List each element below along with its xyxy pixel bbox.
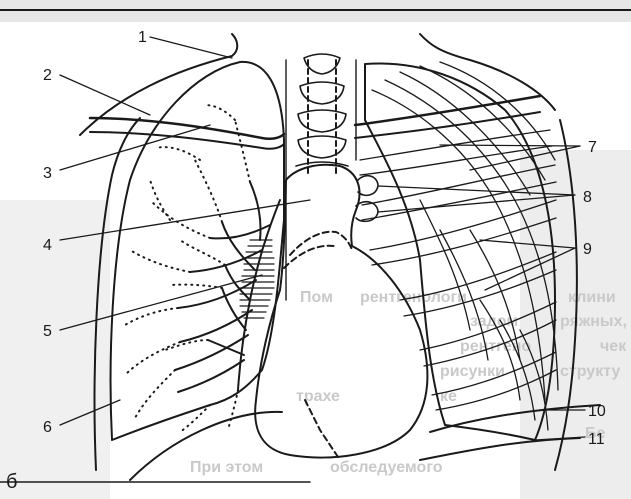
callout-6: 6 [43,419,52,436]
bg-text-line: трахе [296,388,340,405]
callout-7: 7 [588,139,597,156]
panel-letter: б [6,471,17,493]
callout-4: 4 [43,237,52,254]
callout-2: 2 [43,67,52,84]
bg-text-line: клини [568,289,616,306]
callout-3: 3 [43,165,52,182]
bg-text-line: Пом [300,289,333,306]
bg-text-line: обследуемого [330,459,443,476]
bg-text-line: чек [600,338,627,355]
callout-8: 8 [583,189,592,206]
bg-text-line: При этом [190,459,263,476]
callout-1: 1 [138,29,147,46]
callout-10: 10 [588,403,606,420]
callout-9: 9 [583,241,592,258]
bg-text-line: ряжных, [560,313,627,330]
callout-5: 5 [43,323,52,340]
bg-text-line: структу [560,363,620,380]
callout-11: 11 [588,431,605,448]
